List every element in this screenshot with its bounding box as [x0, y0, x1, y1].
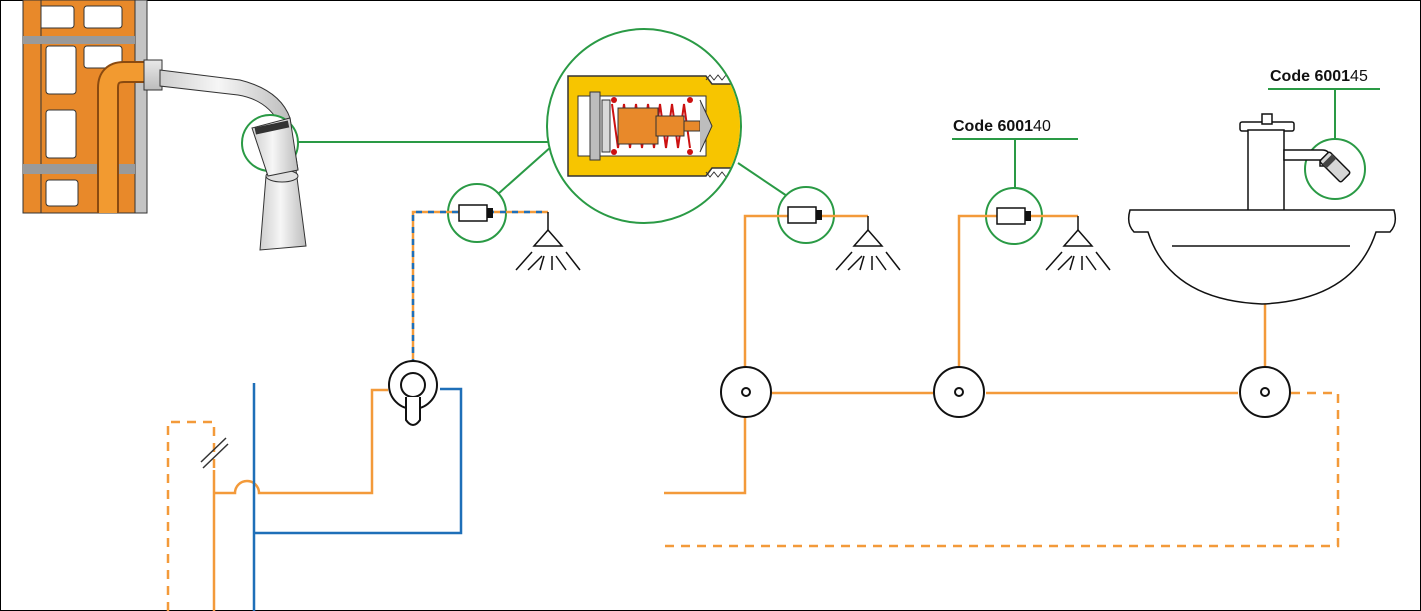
antiscald-fittings — [458, 204, 1031, 225]
code-label-600140: Code 600140 — [953, 118, 1051, 135]
wall-section — [22, 0, 148, 214]
valve-fittings — [720, 366, 1291, 418]
valve-cutaway-lens — [546, 28, 742, 224]
callout-lines — [298, 88, 1380, 199]
pipes — [166, 210, 1340, 611]
mixer-valve — [388, 360, 438, 426]
washbasin — [1127, 113, 1397, 305]
tap-antiscald-fitting — [1319, 151, 1351, 183]
shower-symbols — [515, 212, 1111, 271]
code-label-600145: Code 600145 — [1270, 68, 1368, 85]
